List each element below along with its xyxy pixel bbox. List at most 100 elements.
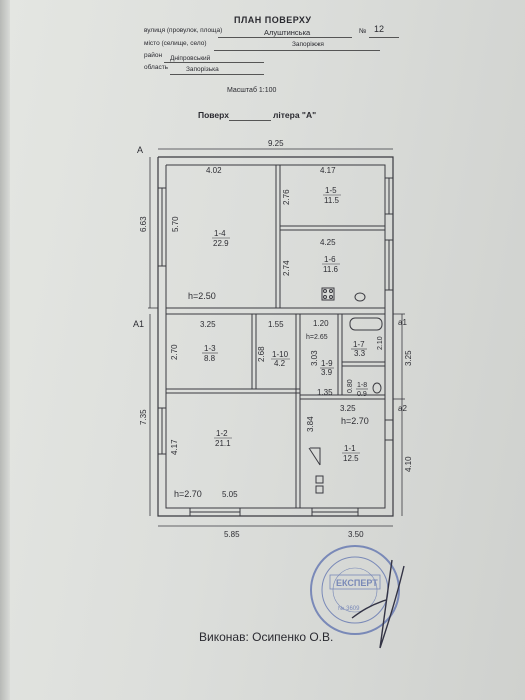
- dim-r110-width: 1.55: [268, 320, 284, 329]
- outer-wall-outline: [157, 156, 394, 517]
- height-lower-right: h=2.70: [341, 416, 369, 426]
- dim-r13-height: 2.70: [170, 344, 179, 360]
- room-area: 21.1: [215, 439, 231, 448]
- dim-top-total: 9.25: [268, 139, 284, 148]
- stove-burner: [329, 295, 333, 299]
- room-number: 1-5: [325, 186, 337, 195]
- room-1-7: 1-7 3.3: [351, 340, 367, 358]
- dim-r11-height: 3.84: [306, 416, 315, 432]
- signature-scribble: [351, 559, 405, 649]
- street-label: вулиця (провулок, площа): [144, 27, 223, 34]
- height-corridor: h=2.65: [306, 334, 328, 341]
- dim-left-upper: 6.63: [139, 216, 148, 232]
- room-1-2: 1-2 21.1: [214, 429, 232, 448]
- axis-label-side-a2: а2: [398, 404, 407, 413]
- axis-label-a: А: [137, 145, 143, 155]
- dim-r18-height: 0.80: [347, 379, 354, 393]
- city-value: Запоріжжя: [292, 41, 324, 48]
- room-area: 12.5: [343, 454, 359, 463]
- room-area: 3.9: [321, 368, 333, 377]
- scale-label: Масштаб 1:100: [227, 87, 277, 94]
- room-area: 11.6: [323, 265, 339, 274]
- dim-r19-height: 3.03: [310, 350, 319, 366]
- stove-burner: [323, 289, 327, 293]
- dim-r14-height: 5.70: [171, 216, 180, 232]
- toilet: [372, 382, 382, 394]
- dim-r17-height: 2.10: [377, 336, 384, 350]
- dim-r13-width: 3.25: [200, 320, 216, 329]
- room-1-5: 1-5 11.5: [323, 186, 341, 205]
- room-number: 1-7: [353, 340, 365, 349]
- dim-r19-width: 1.20: [313, 319, 329, 328]
- letter-label: літера "А": [273, 110, 317, 120]
- expert-stamp: ЕКСПЕРТ № 3609: [310, 545, 400, 635]
- room-1-8: 1-8 0.9: [356, 382, 368, 398]
- room-area: 11.5: [324, 196, 340, 205]
- room-1-1: 1-1 12.5: [342, 444, 360, 463]
- signature-line: Виконав: Осипенко О.В.: [199, 630, 334, 644]
- region-value: Запорізька: [186, 66, 219, 73]
- dim-r15-height: 2.76: [282, 189, 291, 205]
- stair-mark: [310, 447, 321, 465]
- stamp-number: № 3609: [338, 605, 360, 612]
- stamp-expert-text: ЕКСПЕРТ: [336, 578, 378, 588]
- dim-bottom-right: 3.50: [348, 530, 364, 539]
- window-right-r11: [384, 419, 394, 441]
- room-number: 1-9: [321, 359, 333, 368]
- room-1-4: 1-4 22.9: [212, 229, 230, 248]
- dim-right-mid: 3.25: [404, 350, 413, 366]
- house-value: 12: [374, 24, 385, 34]
- height-upper: h=2.50: [188, 291, 216, 301]
- height-lower-left: h=2.70: [174, 489, 202, 499]
- floor-underline: [229, 120, 271, 121]
- dim-r18-width: 1.35: [317, 388, 333, 397]
- dim-r11-width: 3.25: [340, 404, 356, 413]
- axis-label-a1: А1: [133, 319, 144, 329]
- paper-edge-shadow: [0, 0, 10, 700]
- room-1-3: 1-3 8.8: [202, 344, 218, 363]
- district-value: Дніпровський: [170, 55, 211, 62]
- room-area: 4.2: [274, 359, 286, 368]
- stair-diagonal: [308, 447, 321, 466]
- dim-r16-height: 2.74: [282, 260, 291, 276]
- district-underline: [164, 62, 264, 63]
- dim-r15-width: 4.17: [320, 166, 336, 175]
- dim-r12-height: 4.17: [170, 439, 179, 455]
- street-underline: [218, 37, 352, 38]
- room-1-9: 1-9 3.9: [320, 359, 334, 377]
- boiler: [315, 475, 324, 484]
- dim-r110-height: 2.68: [257, 346, 266, 362]
- dim-right-lower: 4.10: [404, 456, 413, 472]
- room-number: 1-10: [272, 350, 289, 359]
- room-area: 0.9: [357, 391, 367, 398]
- house-underline: [369, 37, 399, 38]
- room-1-10: 1-10 4.2: [271, 350, 290, 368]
- bathtub: [349, 317, 383, 331]
- room-area: 3.3: [354, 349, 366, 358]
- room-number: 1-2: [216, 429, 228, 438]
- city-underline: [214, 50, 380, 51]
- sink: [354, 292, 366, 302]
- street-value: Алуштинська: [264, 28, 311, 37]
- room-1-6: 1-6 11.6: [322, 255, 340, 274]
- stove: [321, 287, 335, 301]
- inner-wall-outline: [165, 164, 386, 509]
- dim-r12-width: 5.05: [222, 490, 238, 499]
- floor-label: Поверх: [198, 110, 229, 120]
- document-title: ПЛАН ПОВЕРХУ: [234, 15, 312, 25]
- room-number: 1-1: [344, 444, 356, 453]
- dim-r14-width: 4.02: [206, 166, 222, 175]
- region-label: область: [144, 64, 169, 71]
- dim-bottom-left: 5.85: [224, 530, 240, 539]
- room-number: 1-3: [204, 344, 216, 353]
- room-area: 22.9: [213, 239, 229, 248]
- region-underline: [170, 74, 264, 75]
- room-number: 1-4: [214, 229, 226, 238]
- room-number: 1-6: [324, 255, 336, 264]
- city-label: місто (селище, село): [144, 40, 207, 47]
- room-area: 8.8: [204, 354, 216, 363]
- stove-burner: [323, 295, 327, 299]
- house-label: №: [359, 28, 367, 35]
